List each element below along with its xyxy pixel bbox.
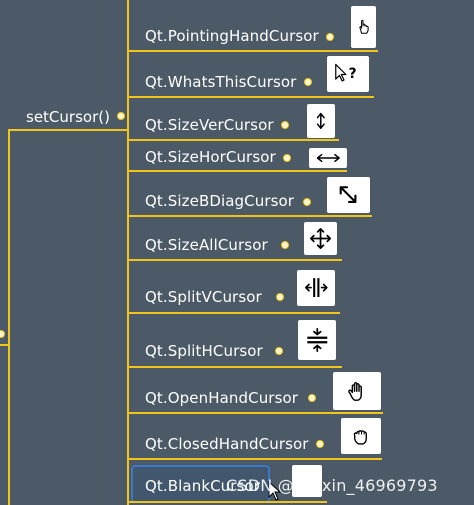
whats-this-cursor-icon: ? — [327, 56, 369, 92]
child-node-underline — [127, 366, 342, 368]
child-node-dot — [308, 394, 316, 402]
size-hor-cursor-icon — [309, 148, 347, 168]
child-node-label: Qt.SplitHCursor — [145, 342, 263, 360]
root-node-label[interactable]: setCursor() — [26, 108, 110, 126]
child-node-label: Qt.SizeAllCursor — [145, 236, 268, 254]
split-h-cursor-icon — [298, 320, 336, 360]
size-ver-cursor-icon — [307, 104, 335, 138]
child-node-label: Qt.ClosedHandCursor — [145, 435, 309, 453]
size-bdiag-cursor-icon — [327, 177, 370, 213]
child-node-underline — [127, 458, 382, 460]
child-node-dot — [281, 121, 289, 129]
child-node-underline — [127, 312, 340, 314]
child-node-label: Qt.SizeVerCursor — [145, 116, 274, 134]
watermark: CSDN @weixin_46969793 — [226, 476, 438, 495]
children-bracket-line — [127, 0, 129, 505]
root-underline — [8, 129, 128, 131]
child-node-dot — [304, 78, 312, 86]
closed-hand-cursor-icon — [341, 418, 381, 454]
child-node-underline — [127, 170, 347, 172]
child-node-underline — [127, 50, 378, 52]
child-node-dot — [281, 241, 289, 249]
child-node-underline — [127, 96, 374, 98]
parent-connector-line — [0, 344, 10, 346]
mouse-pointer-icon — [268, 481, 282, 501]
child-node-underline — [127, 501, 327, 503]
trunk-line — [8, 130, 10, 505]
child-node-dot — [276, 293, 284, 301]
child-node-label: Qt.BlankCursor — [145, 477, 261, 495]
child-node-dot — [275, 347, 283, 355]
child-node-underline — [127, 412, 383, 414]
pointing-hand-cursor-icon — [351, 6, 376, 48]
child-node-label: Qt.SizeBDiagCursor — [145, 192, 295, 210]
parent-node-dot — [0, 330, 5, 338]
child-node-label: Qt.SplitVCursor — [145, 288, 262, 306]
child-node-dot — [326, 33, 334, 41]
child-node-dot — [316, 440, 324, 448]
child-node-underline — [127, 139, 339, 141]
svg-text:?: ? — [349, 67, 357, 83]
child-node-label: Qt.SizeHorCursor — [145, 148, 276, 166]
child-node-underline — [127, 215, 372, 217]
child-node-underline — [127, 259, 342, 261]
blank-cursor-icon — [292, 465, 322, 497]
child-node-dot — [303, 198, 311, 206]
child-node-label: Qt.WhatsThisCursor — [145, 73, 297, 91]
child-node-dot — [283, 154, 291, 162]
size-all-cursor-icon — [304, 222, 337, 255]
child-node-label: Qt.OpenHandCursor — [145, 389, 299, 407]
split-v-cursor-icon — [297, 270, 335, 306]
open-hand-cursor-icon — [333, 372, 381, 410]
child-node-label: Qt.PointingHandCursor — [145, 27, 319, 45]
root-node-dot — [117, 112, 125, 120]
